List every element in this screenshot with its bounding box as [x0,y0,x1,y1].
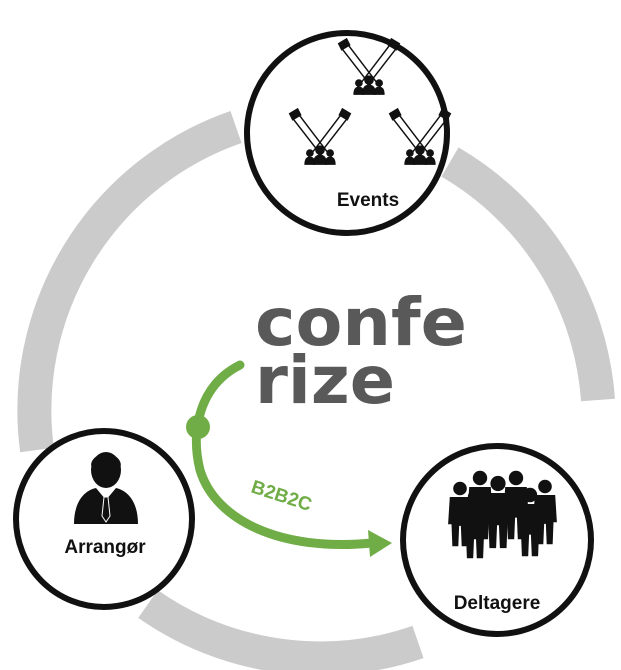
organizer-label: Arrangør [64,537,146,558]
participants-node[interactable]: Deltagere [400,443,594,637]
ring-segment-bottom [138,590,424,670]
businessman-icon [74,452,138,524]
flow-arrowhead [368,530,392,557]
brand-line-1: confe [255,284,467,361]
cycle-ring [17,110,615,670]
events-label: Events [337,190,399,211]
brand-logo: confe rize [255,284,467,419]
events-node[interactable]: Events [244,30,451,236]
flow-curve [191,360,377,549]
events-circle [244,30,450,236]
flow-node-dot [186,415,210,439]
flow-label: B2B2C [249,477,315,516]
brand-line-2: rize [255,342,395,419]
ring-segment-top-left [17,110,242,453]
ring-segment-right [441,147,615,402]
organizer-node[interactable]: Arrangør [13,428,195,610]
participants-label: Deltagere [454,593,541,614]
